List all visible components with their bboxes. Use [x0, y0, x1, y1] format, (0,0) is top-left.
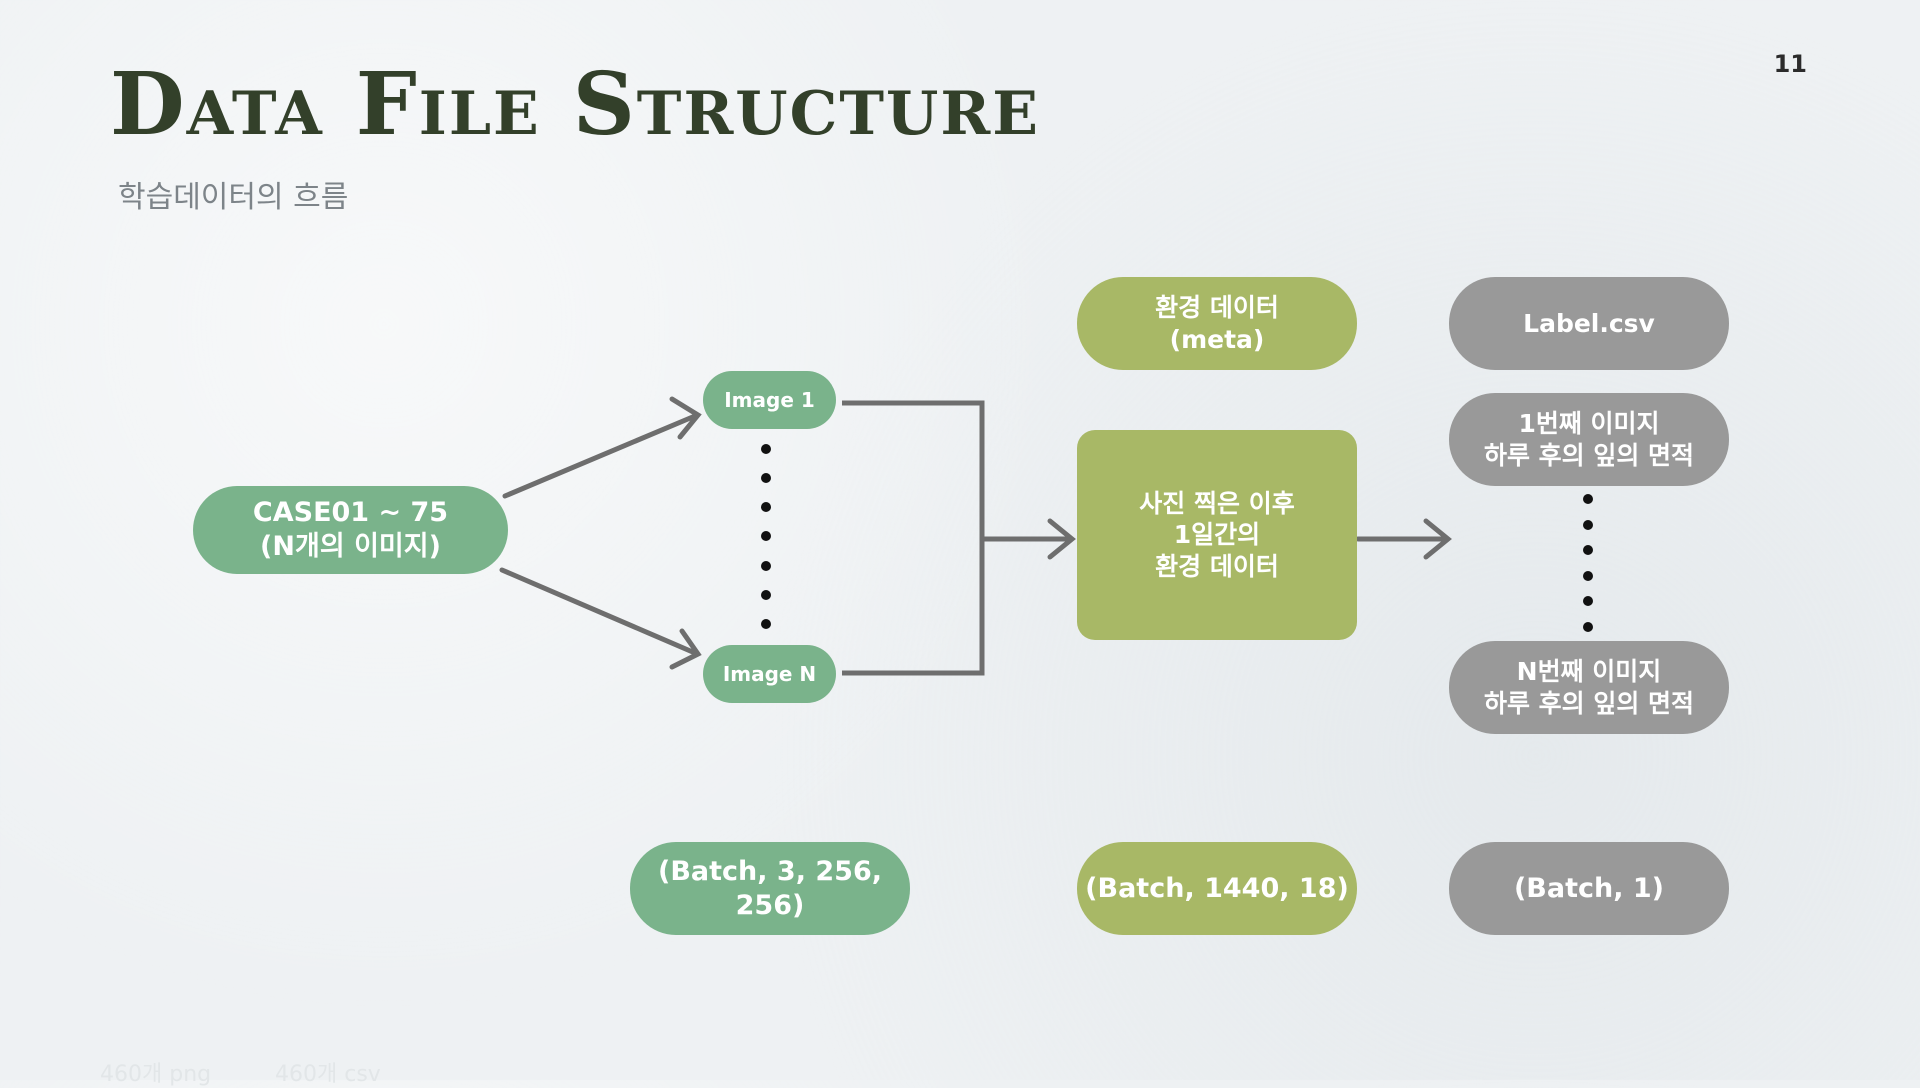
bracket-images	[842, 400, 985, 676]
case-node: CASE01 ~ 75 (N개의 이미지)	[193, 486, 508, 574]
image-tensor-shape: (Batch, 3, 256, 256)	[630, 842, 910, 935]
env-meta-label: 환경 데이터 (meta)	[1155, 293, 1279, 354]
label-first-label: 1번째 이미지 하루 후의 잎의 면적	[1483, 409, 1695, 470]
arrowhead-image-last	[669, 628, 702, 670]
label-csv-label: Label.csv	[1523, 308, 1655, 338]
arrowhead-labels	[1423, 518, 1452, 560]
case-node-label: CASE01 ~ 75 (N개의 이미지)	[252, 497, 449, 562]
label-first-node: 1번째 이미지 하루 후의 잎의 면적	[1449, 393, 1729, 486]
label-dots	[1583, 494, 1595, 632]
env-tensor-shape: (Batch, 1440, 18)	[1077, 842, 1357, 935]
arrow-case-to-image-first	[502, 413, 698, 499]
slide-subtitle: 학습데이터의 흐름	[118, 180, 349, 215]
env-tensor-label: (Batch, 1440, 18)	[1085, 872, 1349, 904]
page-number: 11	[1773, 50, 1807, 78]
image-tensor-label: (Batch, 3, 256, 256)	[658, 855, 882, 921]
arrow-case-to-image-last	[499, 567, 698, 656]
image-first-node: Image 1	[703, 371, 836, 429]
label-tensor-shape: (Batch, 1)	[1449, 842, 1729, 935]
image-last-node: Image N	[703, 645, 836, 703]
label-last-label: N번째 이미지 하루 후의 잎의 면적	[1483, 657, 1695, 718]
footer-csv-count: 460개 csv	[275, 1062, 381, 1087]
env-meta-node: 환경 데이터 (meta)	[1077, 277, 1357, 370]
image-dots	[761, 444, 773, 629]
arrowhead-env	[1047, 518, 1076, 560]
footer-png-count: 460개 png	[100, 1062, 212, 1087]
slide-title: Data File Structure	[110, 54, 1040, 155]
image-first-label: Image 1	[724, 387, 815, 412]
env-data-box: 사진 찍은 이후 1일간의 환경 데이터	[1077, 430, 1357, 640]
env-data-label: 사진 찍은 이후 1일간의 환경 데이터	[1139, 489, 1295, 581]
arrowhead-image-first	[669, 396, 702, 440]
image-last-label: Image N	[722, 661, 817, 686]
label-tensor-label: (Batch, 1)	[1513, 872, 1665, 904]
label-csv-node: Label.csv	[1449, 277, 1729, 370]
label-last-node: N번째 이미지 하루 후의 잎의 면적	[1449, 641, 1729, 734]
